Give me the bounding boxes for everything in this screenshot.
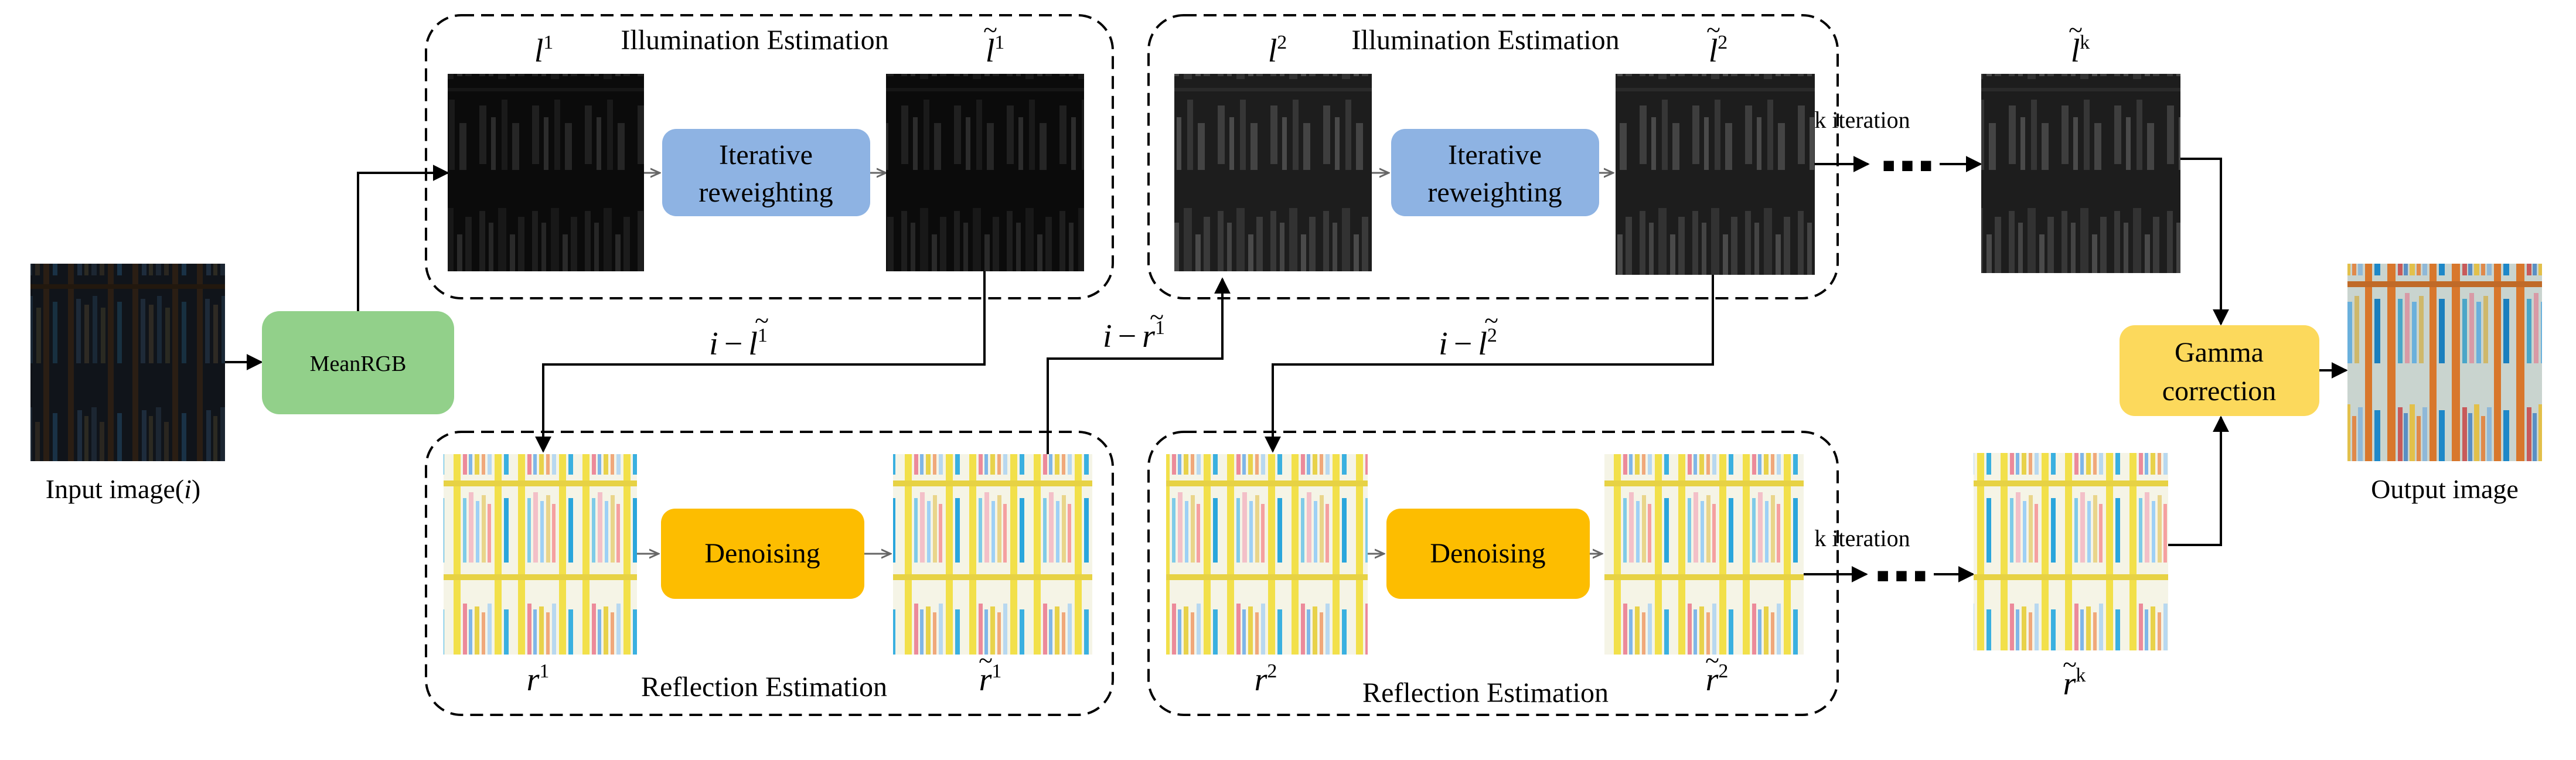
svg-text:Iterative: Iterative: [1448, 139, 1542, 171]
rt2-image: [1604, 454, 1804, 655]
reflection-box-1: [425, 431, 1114, 716]
denoising-box-1: Denoising: [661, 509, 864, 599]
svg-text:Denoising: Denoising: [1430, 538, 1545, 569]
rt1-label: r1: [979, 660, 1002, 698]
lt2-tilde: ~: [1706, 16, 1720, 45]
meanrgb-label: MeanRGB: [310, 352, 407, 376]
edge-meanrgb-l1: [357, 165, 449, 311]
lk-tilde: ~: [2069, 16, 2083, 45]
l1-label: l1: [534, 32, 554, 69]
k-iteration-top: k iteration: [1814, 107, 1910, 133]
edge-rt1-l2: [1047, 277, 1231, 454]
input-image: [30, 264, 225, 461]
l2-label: l2: [1268, 32, 1287, 69]
reflection-title-2: Reflection Estimation: [1362, 677, 1609, 708]
rt2-label: r2: [1706, 660, 1729, 698]
l2-image: [1174, 74, 1372, 271]
k-iteration-bottom: k iteration: [1814, 525, 1910, 551]
rk-label: rk: [2063, 664, 2086, 702]
sub-l2-tilde: ~: [1484, 306, 1498, 335]
input-caption: Input image(i): [46, 474, 200, 504]
svg-text:reweighting: reweighting: [698, 177, 833, 208]
sub-r1-label: i−r1: [1103, 317, 1165, 355]
dots-top: ■ ■ ■: [1882, 153, 1932, 177]
r1-image: [444, 454, 637, 655]
l1-image: [448, 74, 644, 271]
lk-label: lk: [2071, 32, 2090, 69]
rt1-image: [893, 454, 1092, 655]
illumination-title-1: Illumination Estimation: [621, 25, 888, 56]
lt2-image: [1616, 74, 1815, 275]
sub-r1-tilde: ~: [1150, 303, 1164, 332]
svg-text:Iterative: Iterative: [719, 139, 813, 171]
meanrgb-box: MeanRGB: [262, 311, 454, 414]
iterative-reweighting-box-2: Iterative reweighting: [1391, 129, 1599, 216]
illumination-box-2: [1147, 14, 1839, 299]
sub-l2-label: i−l2: [1439, 325, 1497, 362]
lk-image: [1981, 74, 2180, 273]
edge-rk-gamma: [2168, 415, 2229, 546]
lt1-tilde: ~: [983, 16, 997, 45]
output-image: [2347, 264, 2542, 461]
rk-image: [1974, 453, 2168, 650]
rt2-tilde: ~: [1705, 646, 1719, 675]
lt1-label: l1: [986, 32, 1005, 69]
reflection-title-1: Reflection Estimation: [641, 672, 887, 703]
iterative-reweighting-box-1: Iterative reweighting: [662, 129, 870, 216]
rt1-tilde: ~: [979, 646, 993, 675]
lt1-image: [886, 74, 1084, 271]
r1-label: r1: [527, 660, 550, 698]
edge-lt2-r2: [1265, 275, 1714, 453]
svg-text:correction: correction: [2162, 376, 2277, 407]
gamma-correction-box: Gamma correction: [2120, 325, 2319, 416]
r2-image: [1166, 454, 1368, 655]
svg-text:Gamma: Gamma: [2175, 337, 2264, 368]
illumination-box-1: [425, 14, 1114, 299]
edge-lt1-r1: [535, 271, 986, 453]
lt2-label: l2: [1709, 32, 1728, 69]
dots-bottom: ■ ■ ■: [1876, 563, 1926, 587]
illumination-title-2: Illumination Estimation: [1351, 25, 1619, 56]
sub-l1-tilde: ~: [755, 306, 769, 335]
svg-text:reweighting: reweighting: [1427, 177, 1562, 208]
edge-lk-gamma: [2180, 158, 2229, 326]
sub-l1-label: i−l1: [709, 325, 768, 362]
r2-label: r2: [1255, 660, 1277, 698]
output-caption: Output image: [2371, 474, 2519, 504]
rk-tilde: ~: [2063, 650, 2077, 679]
svg-text:Denoising: Denoising: [704, 538, 820, 569]
denoising-box-2: Denoising: [1386, 509, 1590, 599]
